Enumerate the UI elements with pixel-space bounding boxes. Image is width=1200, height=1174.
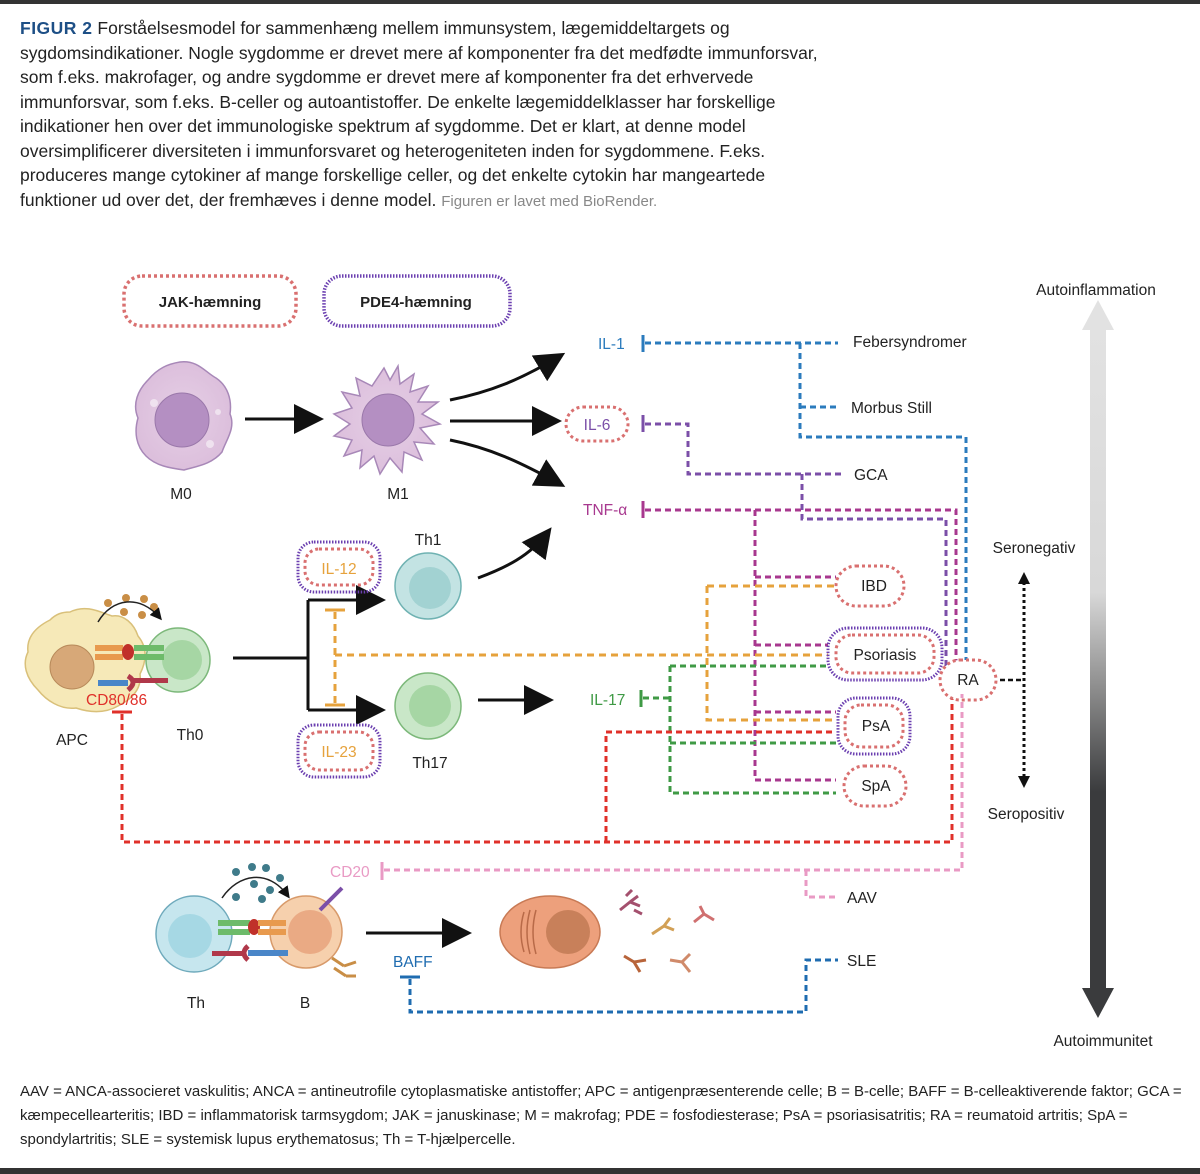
target-il1: IL-1 [598, 336, 625, 353]
receptor-complex-apc-th0 [95, 644, 168, 692]
line-cd20 [384, 694, 964, 899]
arrow-cytokine-apc [97, 601, 162, 623]
legend-jak-label: JAK-hæmning [159, 294, 262, 311]
legend-pde4-label: PDE4-hæmning [360, 294, 472, 311]
macrophage-m1 [332, 363, 443, 476]
caption-text: Forståelsesmodel for sammenhæng mellem i… [20, 18, 818, 210]
cytokine-dots-th [232, 863, 284, 903]
line-tnf [645, 508, 958, 782]
jak-ring-il6 [564, 405, 630, 443]
arrow-th1-tnf [477, 527, 552, 580]
figure-caption: FIGUR 2 Forståelsesmodel for sammenhæng … [20, 16, 820, 214]
line-il1 [645, 341, 968, 668]
abbreviation-footnote: AAV = ANCA-associeret vaskulitis; ANCA =… [20, 1083, 1182, 1148]
th0-branch [233, 600, 310, 710]
top-rule [0, 0, 1200, 4]
target-il17: IL-17 [590, 692, 625, 709]
receptor-complex-th-b [212, 919, 357, 978]
disease-node-psoriasis: Psoriasis [826, 626, 944, 682]
line-baff [408, 958, 838, 1014]
axis-arrow-down [1082, 988, 1114, 1018]
b-cell-receptor-cd20 [318, 886, 344, 912]
caption-credit: Figuren er lavet med BioRender. [441, 192, 658, 210]
line-cd80-86 [120, 694, 954, 844]
disease-node-spa: SpA [842, 764, 908, 808]
disease-psa: PsA [862, 718, 891, 735]
disease-morbus-still: Morbus Still [851, 400, 932, 417]
target-il12: IL-12 [321, 561, 356, 578]
disease-spa: SpA [861, 778, 891, 795]
cell-label-apc: APC [56, 732, 88, 749]
target-baff: BAFF [393, 954, 433, 971]
disease-febersyndromer: Febersyndromer [853, 334, 967, 351]
line-il6 [645, 422, 948, 668]
disease-sle: SLE [847, 953, 876, 970]
legend-jak: JAK-hæmning [122, 274, 298, 328]
antibody-icon [651, 917, 675, 936]
antibody-icon [619, 888, 643, 916]
disease-node-ibd: IBD [834, 564, 906, 608]
antibodies [619, 888, 715, 973]
jak-ring-il12 [303, 547, 375, 587]
plasma-cell [499, 895, 601, 969]
jak-ring-il23 [303, 730, 375, 772]
macrophage-m0 [134, 361, 233, 471]
pde4-ring-il23 [296, 723, 382, 779]
inhibitor-il12-23 [325, 608, 345, 707]
cell-label-m1: M1 [387, 486, 409, 503]
target-cd20: CD20 [330, 864, 370, 881]
sero-axis [1018, 572, 1030, 788]
target-il23: IL-23 [321, 744, 356, 761]
arrow-cytokine-th [221, 876, 290, 899]
target-il6: IL-6 [584, 417, 611, 434]
label-autoinflammation: Autoinflammation [1036, 282, 1156, 299]
line-il12-23 [335, 584, 836, 722]
disease-ibd: IBD [861, 578, 887, 595]
target-cd80-86: CD80/86 [86, 692, 147, 709]
arrow-m1-tnf [449, 438, 566, 487]
autoinflammation-autoimmunity-axis [1082, 300, 1114, 1018]
th17-cell [394, 672, 462, 740]
target-tnf: TNF-α [583, 502, 627, 519]
th1-cell [394, 552, 462, 620]
disease-psoriasis: Psoriasis [854, 647, 917, 664]
figure-label: FIGUR 2 [20, 18, 93, 38]
label-autoimmunitet: Autoimmunitet [1053, 1033, 1153, 1050]
cell-label-m0: M0 [170, 486, 192, 503]
disease-node-ra: RA [938, 658, 998, 702]
cell-label-th17: Th17 [412, 755, 447, 772]
th0-cell [145, 627, 211, 693]
label-seronegativ: Seronegativ [993, 540, 1076, 557]
disease-ra: RA [957, 672, 979, 689]
axis-arrow-up [1082, 300, 1114, 330]
cell-label-th: Th [187, 995, 205, 1012]
disease-aav: AAV [847, 890, 878, 907]
legend-pde4: PDE4-hæmning [322, 274, 512, 328]
disease-gca: GCA [854, 467, 888, 484]
arrow-m1-il1 [449, 352, 566, 402]
antibody-icon [669, 952, 692, 973]
antibody-icon [623, 954, 647, 973]
pde4-ring-il12 [296, 540, 382, 594]
antibody-icon [693, 905, 715, 924]
line-il17 [643, 664, 836, 795]
disease-node-psa: PsA [836, 696, 912, 756]
bottom-rule [0, 1168, 1200, 1174]
cell-label-th0: Th0 [177, 727, 204, 744]
label-seropositiv: Seropositiv [988, 806, 1065, 823]
cell-label-b: B [300, 995, 310, 1012]
cell-label-th1: Th1 [415, 532, 442, 549]
